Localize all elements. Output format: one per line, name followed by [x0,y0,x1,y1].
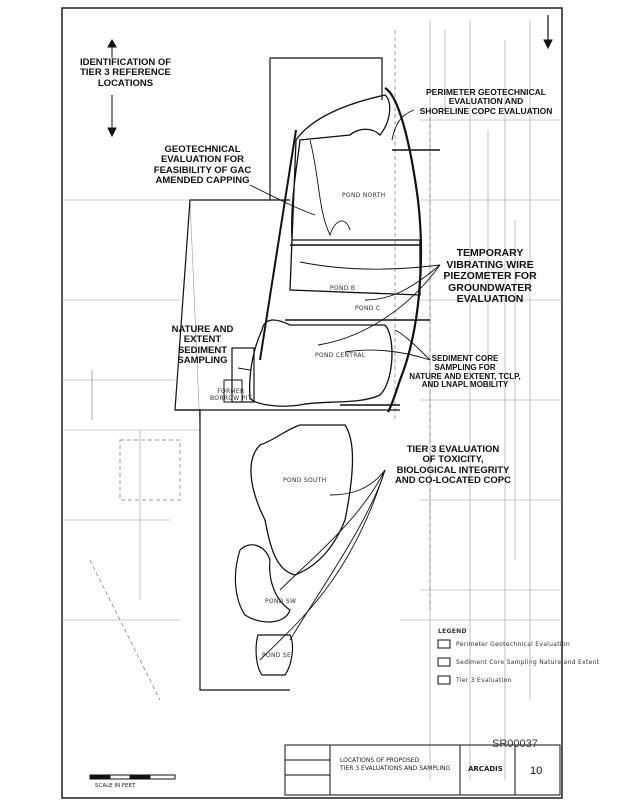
project-line-1: LOCATIONS OF PROPOSED [340,757,420,764]
west-shoreline-route [259,129,297,361]
document-id: SR00037 [492,738,538,750]
reference-arrows [107,38,117,138]
pond-central-outline [249,319,393,407]
borrow-pit-box [223,379,243,403]
pond-se-outline [255,634,294,676]
callout-tier3-reference: IDENTIFICATION OF TIER 3 REFERENCE LOCAT… [79,57,172,89]
sheet-number: 10 [530,765,543,777]
callout-tier3-eval: TIER 3 EVALUATION OF TOXICITY, BIOLOGICA… [395,444,511,487]
pond-north-outline [289,94,421,296]
label-pond-south: POND SOUTH [283,477,327,484]
callout-piezometer: TEMPORARY VIBRATING WIRE PIEZOMETER FOR … [443,247,537,306]
pond-north-inner [309,139,351,237]
legend-item-1: Perimeter Geotechnical Evaluation [456,641,570,648]
pond-south-outline [250,424,354,576]
callout-sediment-core: SEDIMENT CORE SAMPLING FOR NATURE AND EX… [409,354,521,390]
scale-bar [89,774,176,780]
sheet-border [61,7,563,799]
firm-logo: ARCADIS [468,765,503,773]
label-pond-c: POND C [355,305,381,312]
label-former-borrow-pit: FORMER BORROW PIT [210,388,252,402]
project-line-2: TIER 3 EVALUATIONS AND SAMPLING [340,765,451,772]
title-block [284,744,561,796]
leader-lines [237,109,441,661]
callout-geotechnical: GEOTECHNICAL EVALUATION FOR FEASIBILITY … [153,144,252,187]
legend-symbols [437,639,451,685]
legend-item-3: Tier 3 Evaluation [456,677,512,684]
label-pond-sw: POND SW [265,598,297,605]
callout-nature-extent: NATURE AND EXTENT SEDIMENT SAMPLING [171,324,234,367]
label-pond-central: POND CENTRAL [315,352,366,359]
transects [285,149,440,406]
callout-perimeter: PERIMETER GEOTECHNICAL EVALUATION AND SH… [419,87,553,116]
background-parcels [62,20,562,780]
label-pond-north: POND NORTH [342,192,386,199]
legend-title: LEGEND [438,628,467,635]
legend-item-2: Sediment Core Sampling Nature and Extent [456,659,600,666]
pond-sw-outline [234,544,291,623]
north-arrow-icon [543,15,553,50]
dashed-boundaries [89,30,431,701]
site-boundary [174,57,400,691]
label-pond-b: POND B [330,285,356,292]
nature-extent-box [231,347,255,403]
scale-label: SCALE IN FEET [95,783,136,789]
label-pond-se: POND SE [262,652,292,659]
